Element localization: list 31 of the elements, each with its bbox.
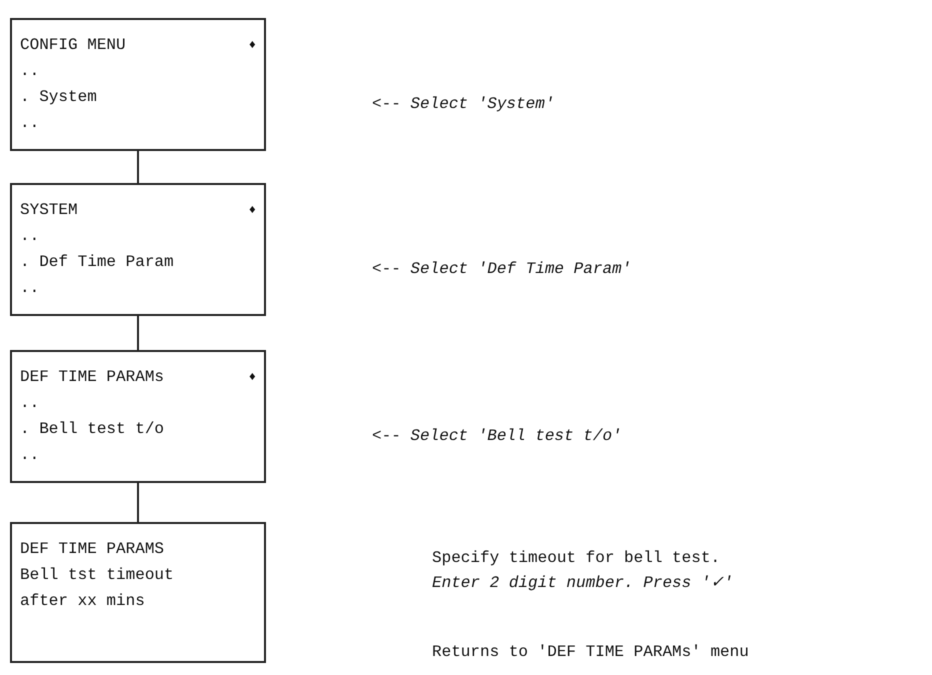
instruction-text: <-- Select 'Bell test t/o': [372, 426, 622, 447]
instruction-text: Enter 2 digit number. Press '✓': [432, 573, 734, 594]
connector-line: [137, 483, 139, 522]
connector-line: [137, 316, 139, 350]
menu-screen-box: [10, 522, 266, 663]
menu-line: ..: [20, 113, 40, 134]
scroll-indicator: ♦: [248, 37, 256, 54]
menu-line: . Def Time Param: [20, 252, 175, 273]
instruction-text: <-- Select 'Def Time Param': [372, 259, 632, 280]
instruction-text: Returns to 'DEF TIME PARAMs' menu: [432, 642, 749, 663]
menu-line: ..: [20, 445, 40, 466]
connector-line: [137, 151, 139, 183]
menu-screen-box: [10, 183, 266, 316]
menu-line: after xx mins: [20, 591, 146, 612]
menu-title: DEF TIME PARAMs: [20, 367, 164, 388]
menu-line: . Bell test t/o: [20, 419, 166, 440]
menu-line: ..: [20, 393, 40, 414]
menu-line: ..: [20, 278, 40, 299]
scroll-indicator: ♦: [248, 202, 256, 219]
instruction-text: <-- Select 'System': [372, 94, 554, 115]
instruction-text: Specify timeout for bell test.: [432, 548, 720, 569]
menu-screen-box: [10, 350, 266, 483]
menu-line: DEF TIME PARAMS: [20, 539, 166, 560]
menu-line: ..: [20, 226, 40, 247]
menu-line: . System: [20, 87, 98, 108]
menu-screen-box: [10, 18, 266, 151]
menu-line: ..: [20, 61, 40, 82]
scroll-indicator: ♦: [248, 369, 256, 386]
menu-line: Bell tst timeout: [20, 565, 175, 586]
menu-title: SYSTEM: [20, 200, 78, 221]
menu-title: CONFIG MENU: [20, 35, 126, 56]
